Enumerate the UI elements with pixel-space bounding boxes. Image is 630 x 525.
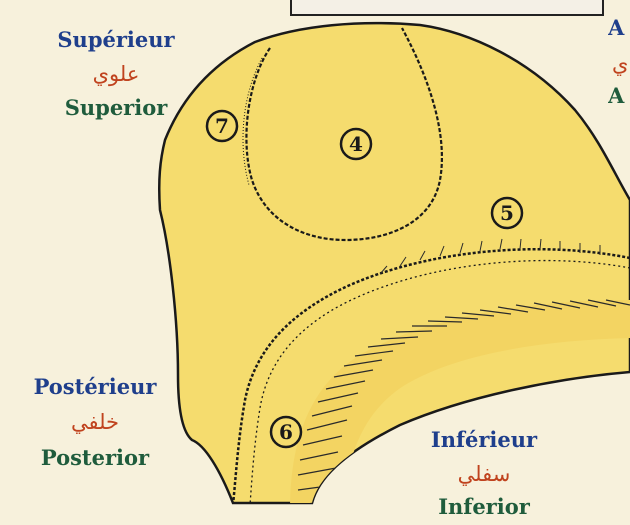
- region-5-number: 5: [500, 201, 514, 225]
- anterior-label-fr: A: [608, 16, 630, 40]
- posterior-label-en: Posterior: [10, 446, 180, 470]
- region-7-number: 7: [215, 114, 229, 138]
- posterior-label-ar: خلفي: [10, 410, 180, 434]
- inferior-label-fr: Inférieur: [404, 428, 564, 452]
- superior-label-ar: علوي: [36, 62, 196, 86]
- anterior-label-ar: ي: [612, 52, 630, 76]
- inferior-label-ar: سفلي: [404, 462, 564, 486]
- region-4-number: 4: [349, 132, 363, 156]
- superior-label-fr: Supérieur: [36, 28, 196, 52]
- anterior-label-en: A: [608, 84, 630, 108]
- region-6-number: 6: [279, 420, 293, 444]
- posterior-label-fr: Postérieur: [10, 375, 180, 399]
- inferior-label-en: Inferior: [404, 495, 564, 519]
- superior-label-en: Superior: [36, 96, 196, 120]
